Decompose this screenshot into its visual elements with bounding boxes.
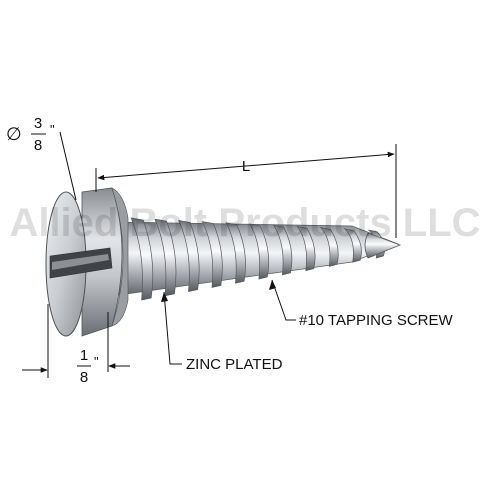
callout-screw-type-leader [271,279,296,321]
screw-head-slot-highlight [52,254,109,270]
screw-thread-crest [154,218,177,297]
callout-finish: ZINC PLATED [161,291,283,373]
screw-thread-crest [225,222,246,284]
screw-thread-crest [201,221,223,288]
diameter-symbol-icon: ∅ [6,124,22,144]
screw-thread-crest [249,223,270,280]
watermark-text: Allied Bolt Products LLC [9,201,480,245]
callout-finish-label: ZINC PLATED [186,356,283,373]
head-height-denominator: 8 [80,369,88,386]
callout-screw-type-arrowhead [269,280,276,290]
head-height-dimension: 1 8 " [22,304,130,386]
screw-illustration [45,187,402,337]
screw-thread-crest [178,219,200,293]
head-diameter-denominator: 8 [34,137,42,154]
callout-screw-type-label: #10 TAPPING SCREW [299,312,453,329]
head-diameter-dimension: ∅ 3 8 " [6,115,77,201]
head-diameter-unit: " [50,122,55,137]
head-height-numerator: 1 [80,347,88,364]
screw-thread-crest [272,224,293,276]
callout-finish-leader [163,291,182,365]
head-height-unit: " [94,354,99,369]
screw-head-underside [111,187,129,327]
screw-thread-crest [320,227,339,267]
screw-tip [364,232,402,259]
screw-thread-crest [296,225,316,272]
length-dimension-line [97,151,395,181]
head-diameter-leader [59,131,77,201]
head-diameter-numerator: 3 [34,115,42,132]
callout-screw-type: #10 TAPPING SCREW [269,279,453,329]
callout-finish-arrowhead [161,292,168,302]
screw-threads [130,217,385,301]
screw-thread-crest [343,228,362,263]
length-dimension: L [95,144,397,238]
length-label: L [242,158,250,175]
screw-thread-crest [130,217,154,301]
